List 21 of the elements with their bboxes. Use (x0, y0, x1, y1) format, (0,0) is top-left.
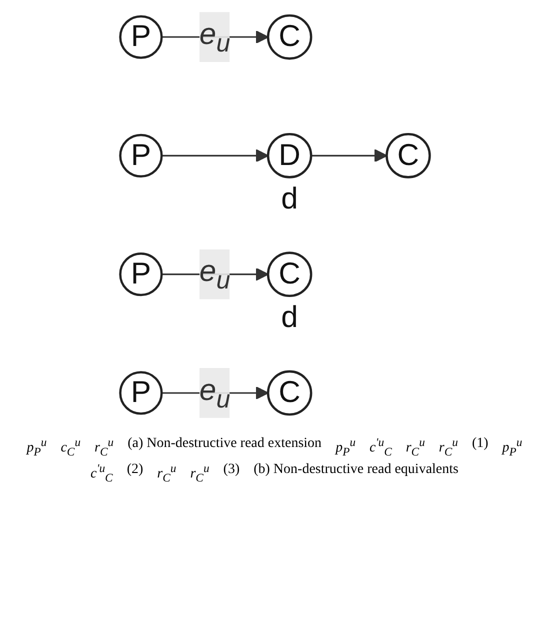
node-caption: d (280, 182, 298, 216)
node-circle: P (118, 252, 162, 296)
node-circle: P (118, 371, 162, 415)
caption-text: (2) (126, 462, 144, 480)
node-circle: D (266, 133, 312, 178)
node-circle: C (266, 252, 312, 297)
arrow (310, 149, 387, 162)
caption-text: (a) Non-destructive read extension (128, 436, 322, 453)
node-circle: P (118, 134, 162, 178)
node-circle: C (385, 133, 430, 178)
node-circle: P (118, 15, 162, 59)
caption-text: (b) Non-destructive read equivalents (254, 462, 458, 480)
node-circle: C (266, 14, 312, 60)
edge-label: e$_{u}$ (198, 255, 230, 295)
arrow (161, 149, 268, 162)
caption-text: (3) (223, 462, 240, 480)
node-circle: C (266, 370, 312, 416)
edge-label: e$_{u}$ (198, 18, 230, 58)
node-caption: d (280, 301, 298, 334)
edge-label: e$_{u}$ (198, 374, 230, 414)
caption-text: (1) (472, 436, 488, 453)
